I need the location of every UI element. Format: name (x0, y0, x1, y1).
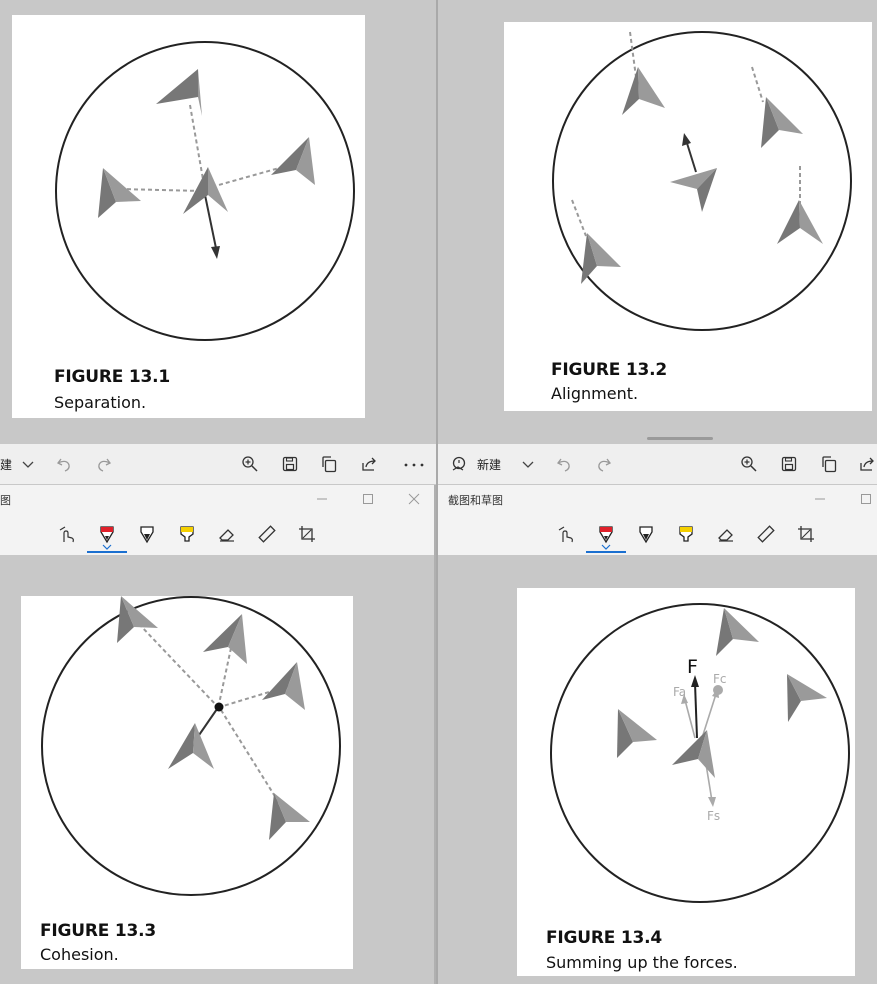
right-title-bar: 截图和草图 (438, 485, 877, 513)
vertical-divider (436, 0, 438, 984)
crop-icon[interactable] (796, 524, 816, 544)
eraser-icon[interactable] (716, 524, 736, 544)
close-icon[interactable] (406, 491, 422, 507)
boid-shapes (581, 67, 823, 284)
force-label-fa: Fa (673, 685, 686, 699)
window-title: 图 (0, 494, 11, 507)
figure-caption: Cohesion. (40, 945, 119, 964)
right-pen-toolbar (438, 513, 877, 555)
pencil-icon[interactable] (636, 523, 656, 545)
figure-caption: Alignment. (551, 384, 639, 403)
zoom-in-icon[interactable] (740, 455, 758, 473)
cohesion-diagram (41, 596, 341, 896)
share-icon[interactable] (360, 455, 378, 473)
vertical-divider-lower (434, 485, 436, 984)
undo-icon[interactable] (555, 455, 573, 473)
new-button-label[interactable]: 新建 (477, 458, 502, 472)
right-command-bar: 新建 (438, 444, 877, 484)
more-icon[interactable] (402, 455, 426, 473)
touch-writing-icon[interactable] (57, 525, 77, 545)
chevron-down-icon[interactable] (520, 456, 536, 472)
figure-card-alignment: FIGURE 13.2 Alignment. (504, 22, 872, 411)
ballpoint-pen-icon[interactable] (596, 523, 616, 545)
summing-forces-diagram: F Fa Fc Fs (550, 603, 850, 903)
figure-number: FIGURE 13.3 (40, 921, 157, 941)
window-title: 截图和草图 (448, 494, 503, 507)
left-command-bar: 建 (0, 444, 436, 484)
new-snip-icon[interactable] (450, 455, 470, 473)
boid-shapes (98, 69, 315, 218)
minimize-icon[interactable] (812, 491, 828, 507)
highlighter-icon[interactable] (676, 523, 696, 545)
pencil-icon[interactable] (137, 523, 157, 545)
zoom-in-icon[interactable] (241, 455, 259, 473)
force-label-fs: Fs (707, 809, 720, 823)
active-tool-underline (87, 551, 127, 553)
ruler-icon[interactable] (756, 524, 776, 544)
undo-icon[interactable] (55, 455, 73, 473)
figure-card-cohesion: FIGURE 13.3 Cohesion. (21, 596, 353, 969)
share-icon[interactable] (858, 455, 876, 473)
chevron-down-icon[interactable] (101, 543, 113, 551)
figure-number: FIGURE 13.1 (54, 367, 171, 387)
figure-number: FIGURE 13.4 (546, 928, 663, 948)
touch-writing-icon[interactable] (556, 525, 576, 545)
copy-icon[interactable] (820, 455, 838, 473)
minimize-icon[interactable] (314, 491, 330, 507)
eraser-icon[interactable] (217, 524, 237, 544)
boid-shapes (617, 608, 827, 778)
redo-icon[interactable] (95, 455, 113, 473)
new-label-fragment[interactable]: 建 (0, 458, 13, 472)
figure-card-separation: FIGURE 13.1 Separation. (12, 15, 365, 418)
ballpoint-pen-icon[interactable] (97, 523, 117, 545)
redo-icon[interactable] (595, 455, 613, 473)
ruler-icon[interactable] (257, 524, 277, 544)
boid-shapes (117, 596, 310, 840)
figure-card-summing-forces: F Fa Fc Fs FIGURE 13.4 Summing up the fo… (517, 588, 855, 976)
figure-caption: Separation. (54, 393, 147, 412)
maximize-icon[interactable] (360, 491, 376, 507)
highlighter-icon[interactable] (177, 523, 197, 545)
left-pen-toolbar (0, 513, 434, 555)
left-title-bar: 图 (0, 485, 434, 513)
chevron-down-icon[interactable] (600, 543, 612, 551)
force-label-f: F (687, 656, 698, 678)
save-icon[interactable] (281, 455, 299, 473)
alignment-diagram (552, 31, 852, 331)
separation-diagram (55, 41, 355, 341)
save-icon[interactable] (780, 455, 798, 473)
active-tool-underline (586, 551, 626, 553)
figure-number: FIGURE 13.2 (551, 360, 668, 380)
figure-caption: Summing up the forces. (546, 953, 738, 972)
force-label-fc: Fc (713, 672, 727, 686)
crop-icon[interactable] (297, 524, 317, 544)
maximize-icon[interactable] (858, 491, 874, 507)
resize-handle[interactable] (647, 437, 713, 440)
chevron-down-icon[interactable] (20, 456, 36, 472)
copy-icon[interactable] (320, 455, 338, 473)
